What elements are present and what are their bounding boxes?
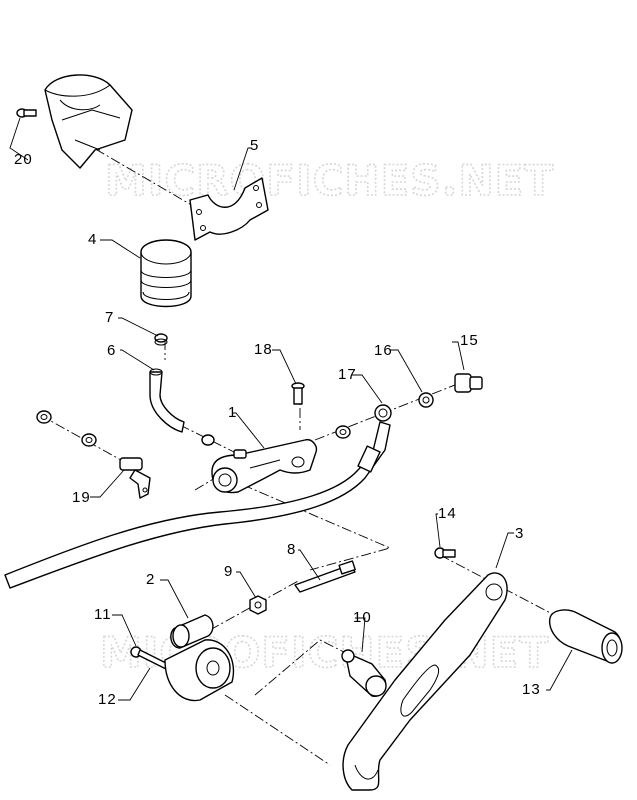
- part-17-banjo-fitting: [335, 404, 392, 439]
- part-2-clevis: [170, 614, 214, 649]
- callout-4: 4: [88, 231, 97, 248]
- callout-15: 15: [460, 332, 479, 349]
- part-16-washer: [418, 392, 434, 408]
- part-14-bolt: [434, 547, 456, 559]
- callout-leaders: [9, 117, 573, 701]
- hydraulic-line: [4, 421, 391, 589]
- part-9-nut: [249, 595, 267, 615]
- part-4-reservoir: [140, 239, 192, 308]
- callout-16: 16: [374, 342, 393, 359]
- callout-7: 7: [105, 309, 114, 326]
- reservoir-cover: [44, 74, 133, 169]
- callout-numbers: 5 4 7 6 1 18 17 16 15 19 20 14 3 8 9 2 1…: [14, 137, 541, 708]
- part-19-washers-and-bleeder: [36, 410, 151, 499]
- part-12-collar: [164, 639, 235, 702]
- part-15-fitting: [454, 373, 483, 393]
- callout-8: 8: [287, 541, 296, 558]
- callout-17: 17: [338, 366, 357, 383]
- callout-13: 13: [522, 681, 541, 698]
- callout-11: 11: [94, 606, 112, 623]
- part-20-screw: [16, 108, 37, 118]
- callout-5: 5: [250, 137, 259, 154]
- callout-6: 6: [107, 342, 116, 359]
- callout-18: 18: [254, 341, 273, 358]
- part-8-pushrod: [294, 560, 356, 593]
- part-1-master-cylinder: [201, 434, 318, 494]
- callout-19: 19: [72, 489, 91, 506]
- callout-3: 3: [515, 525, 524, 542]
- callout-20: 20: [14, 151, 33, 168]
- callout-1: 1: [228, 404, 237, 421]
- callout-10: 10: [353, 609, 372, 626]
- part-18-bolt: [291, 382, 305, 405]
- callout-12: 12: [98, 691, 117, 708]
- part-5-bracket: [189, 177, 269, 241]
- part-10-bushing: [341, 649, 387, 697]
- callout-9: 9: [224, 563, 233, 580]
- part-13-pedal-rubber: [548, 609, 623, 664]
- callout-14: 14: [438, 505, 457, 522]
- part-3-brake-pedal: [342, 572, 508, 791]
- callout-2: 2: [146, 571, 155, 588]
- part-6-hose: [149, 368, 185, 433]
- watermark-top: MICROFICHES.NET: [105, 156, 554, 205]
